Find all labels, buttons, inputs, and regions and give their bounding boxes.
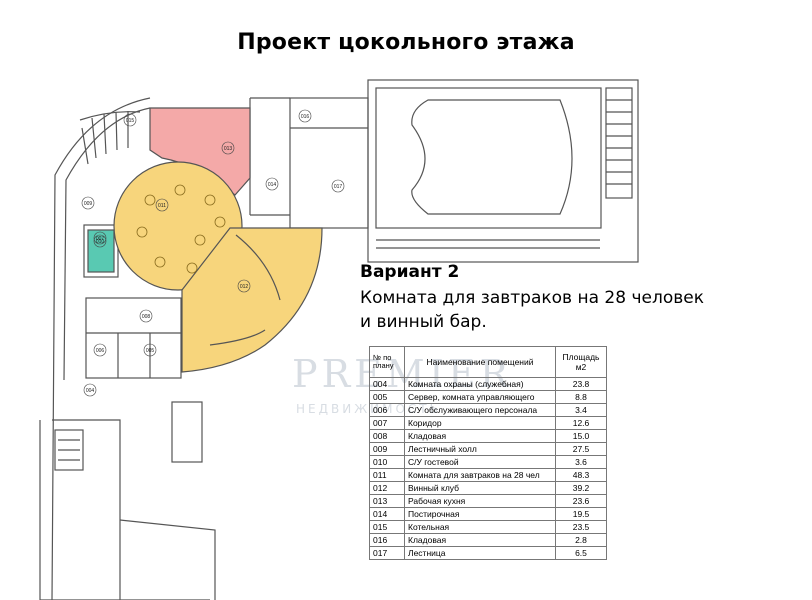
row-area: 19.5 bbox=[555, 507, 607, 521]
row-number: 007 bbox=[369, 416, 405, 430]
row-area: 3.4 bbox=[555, 403, 607, 417]
row-number: 008 bbox=[369, 429, 405, 443]
room-label-marker bbox=[265, 177, 279, 191]
row-number: 013 bbox=[369, 494, 405, 508]
variant-title: Вариант 2 bbox=[360, 262, 460, 282]
room-label: 007 bbox=[96, 236, 105, 242]
row-name: Комната охраны (служебная) bbox=[404, 377, 556, 391]
row-name: Винный клуб bbox=[404, 481, 556, 495]
room-label: 014 bbox=[268, 182, 277, 188]
row-number: 004 bbox=[369, 377, 405, 391]
room-label: 010 bbox=[96, 239, 105, 245]
row-name: С/У гостевой bbox=[404, 455, 556, 469]
room-label: 016 bbox=[301, 114, 310, 120]
room-label: 005 bbox=[146, 348, 155, 354]
room-label: 013 bbox=[224, 146, 233, 152]
row-area: 39.2 bbox=[555, 481, 607, 495]
room-label-marker bbox=[221, 141, 235, 155]
row-name: Кладовая bbox=[404, 533, 556, 547]
pool-building bbox=[367, 79, 639, 263]
pool-basin bbox=[411, 99, 573, 215]
row-name: Сервер, комната управляющего bbox=[404, 390, 556, 404]
wine-club-012 bbox=[181, 227, 323, 373]
row-area: 15.0 bbox=[555, 429, 607, 443]
row-name: Кладовая bbox=[404, 429, 556, 443]
row-area: 23.6 bbox=[555, 494, 607, 508]
row-number: 009 bbox=[369, 442, 405, 456]
guest-wc-010 bbox=[87, 229, 115, 273]
row-number: 015 bbox=[369, 520, 405, 534]
room-label: 017 bbox=[334, 184, 343, 190]
room-label: 011 bbox=[158, 203, 166, 209]
row-name: Лестничный холл bbox=[404, 442, 556, 456]
staircase-017 bbox=[79, 111, 141, 121]
row-name: Постирочная bbox=[404, 507, 556, 521]
page-title: Проект цокольного этажа bbox=[237, 30, 575, 55]
room-label-marker bbox=[237, 279, 251, 293]
room-label: 006 bbox=[96, 348, 105, 354]
room-schedule-table: № по плану Наименование помещений Площад… bbox=[369, 346, 607, 560]
room-label: 008 bbox=[142, 314, 151, 320]
row-name: Комната для завтраков на 28 чел bbox=[404, 468, 556, 482]
room-label-marker bbox=[93, 231, 107, 245]
room-label-marker bbox=[298, 109, 312, 123]
variant-description: Комната для завтраков на 28 человек и ви… bbox=[360, 288, 704, 332]
row-name: Котельная bbox=[404, 520, 556, 534]
row-name: С/У обслуживающего персонала bbox=[404, 403, 556, 417]
room-label: 009 bbox=[84, 201, 93, 207]
row-number: 006 bbox=[369, 403, 405, 417]
room-label-marker bbox=[83, 383, 97, 397]
table-header-row: № по плану Наименование помещений Площад… bbox=[369, 346, 607, 378]
row-number: 012 bbox=[369, 481, 405, 495]
room-label-marker bbox=[123, 113, 137, 127]
room-label-marker bbox=[81, 196, 95, 210]
room-label-marker bbox=[143, 343, 157, 357]
row-number: 014 bbox=[369, 507, 405, 521]
row-area: 3.6 bbox=[555, 455, 607, 469]
row-area: 27.5 bbox=[555, 442, 607, 456]
room-label-marker bbox=[93, 234, 107, 248]
room-label-marker bbox=[139, 309, 153, 323]
header-name: Наименование помещений bbox=[404, 346, 556, 378]
row-number: 005 bbox=[369, 390, 405, 404]
header-number: № по плану bbox=[369, 346, 405, 378]
room-label: 015 bbox=[126, 118, 135, 124]
room-label-marker bbox=[331, 179, 345, 193]
room-label: 004 bbox=[86, 388, 95, 394]
header-area: Площадь м2 bbox=[555, 346, 607, 378]
room-label-marker bbox=[155, 198, 169, 212]
row-name: Рабочая кухня bbox=[404, 494, 556, 508]
room-label: 012 bbox=[240, 284, 249, 290]
row-number: 017 bbox=[369, 546, 405, 560]
row-number: 011 bbox=[369, 468, 405, 482]
row-area: 23.8 bbox=[555, 377, 607, 391]
row-area: 23.5 bbox=[555, 520, 607, 534]
row-name: Коридор bbox=[404, 416, 556, 430]
row-name: Лестница bbox=[404, 546, 556, 560]
row-number: 010 bbox=[369, 455, 405, 469]
row-area: 2.8 bbox=[555, 533, 607, 547]
row-area: 48.3 bbox=[555, 468, 607, 482]
row-area: 8.8 bbox=[555, 390, 607, 404]
row-area: 6.5 bbox=[555, 546, 607, 560]
room-label-marker bbox=[93, 343, 107, 357]
row-area: 12.6 bbox=[555, 416, 607, 430]
row-number: 016 bbox=[369, 533, 405, 547]
